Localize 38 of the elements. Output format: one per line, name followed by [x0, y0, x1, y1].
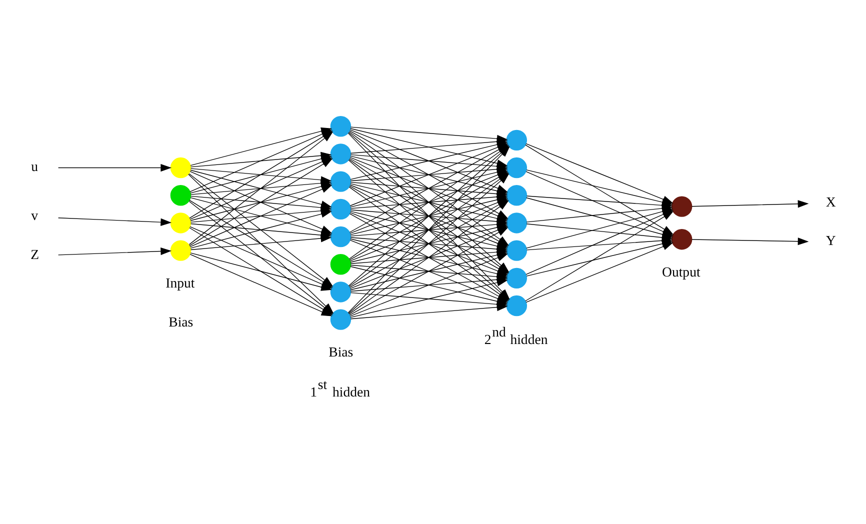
node-circle	[330, 198, 352, 220]
node-circle	[330, 282, 352, 302]
node-circle	[506, 157, 528, 178]
node-circle	[506, 212, 528, 234]
node-circle	[330, 144, 352, 164]
label: Bias	[168, 314, 194, 330]
arrow	[692, 200, 809, 208]
label: Bias	[328, 344, 354, 360]
node-text: X	[826, 194, 836, 210]
node-circle	[330, 226, 352, 248]
arrow	[350, 126, 508, 142]
arrow	[190, 234, 332, 250]
node-circle	[506, 130, 528, 151]
node-circle	[170, 157, 192, 178]
node-text: u	[31, 159, 38, 174]
node-circle	[330, 309, 352, 330]
arrow	[350, 303, 508, 320]
node-circle	[330, 171, 352, 192]
node-circle	[506, 268, 528, 289]
arrow	[58, 164, 172, 172]
node-text: v	[31, 208, 38, 224]
label: Input	[166, 275, 195, 290]
label: Output	[662, 264, 700, 280]
arrow	[58, 218, 172, 226]
node-circle	[506, 295, 528, 316]
node-text: Z	[30, 247, 40, 262]
arrow	[692, 238, 809, 246]
node-circle	[330, 254, 352, 275]
node-text: Y	[826, 233, 836, 248]
node-circle	[671, 229, 692, 250]
node-circle	[170, 240, 192, 261]
node-circle	[330, 116, 352, 137]
node-circle	[170, 212, 192, 234]
node-circle	[506, 185, 528, 206]
node-circle	[170, 185, 192, 206]
node-circle	[506, 240, 528, 261]
node-circle	[671, 196, 692, 217]
arrow	[58, 247, 172, 256]
